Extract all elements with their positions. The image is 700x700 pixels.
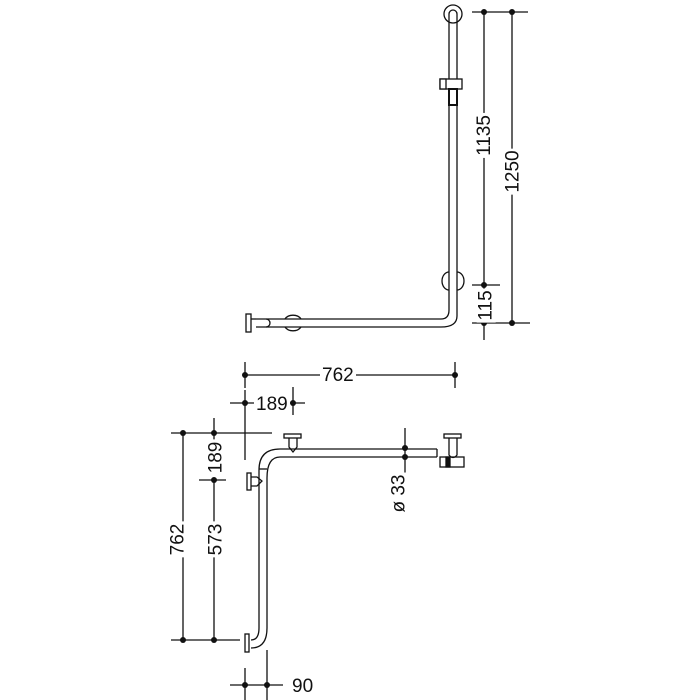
side-view-dimensions bbox=[244, 11, 530, 388]
dim-189-vertical-label: 189 bbox=[205, 439, 227, 476]
dim-90-label: 90 bbox=[290, 676, 316, 697]
dim-762-horizontal-label: 762 bbox=[320, 365, 356, 386]
side-view-bar bbox=[245, 4, 465, 333]
dim-762-vertical-label: 762 bbox=[167, 521, 189, 558]
dim-573-label: 573 bbox=[205, 521, 227, 558]
dim-1135-label: 1135 bbox=[473, 113, 495, 158]
dim-189-horizontal-label: 189 bbox=[254, 394, 290, 415]
top-view-bar bbox=[244, 433, 465, 653]
dim-diameter-label: ø 33 bbox=[388, 472, 410, 515]
dim-1250-label: 1250 bbox=[502, 148, 524, 195]
dim-115-label: 115 bbox=[475, 288, 497, 323]
dimension-points bbox=[180, 9, 515, 688]
